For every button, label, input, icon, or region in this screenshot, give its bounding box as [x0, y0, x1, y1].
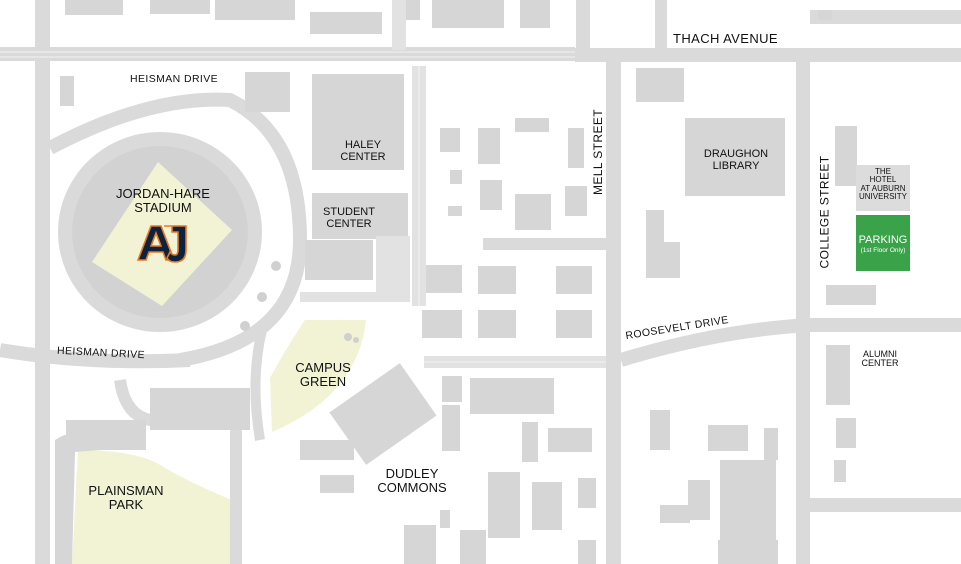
- road-left-vertical: [35, 0, 50, 564]
- road-heisman-loop: [46, 92, 308, 367]
- street-college-street: COLLEGE STREET: [817, 155, 832, 269]
- walkway-texture: [0, 51, 606, 363]
- hotel-building[interactable]: [856, 165, 910, 211]
- road-mell-connector: [483, 238, 608, 250]
- street-heisman-drive-top: HEISMAN DRIVE: [130, 73, 219, 85]
- road-heisman-west: [0, 343, 191, 369]
- buildings: [55, 0, 876, 564]
- road-thach: [575, 48, 961, 62]
- plainsman-park-field: [72, 450, 240, 564]
- road-lib-vert: [655, 0, 667, 50]
- campus-green-area: [270, 320, 366, 432]
- label-campus-green[interactable]: CAMPUS GREEN: [295, 360, 351, 389]
- road-plainsman-curve: [114, 378, 230, 426]
- label-alumni-center[interactable]: ALUMNI CENTER: [861, 349, 899, 369]
- parking-marker[interactable]: PARKING (1st Floor Only): [856, 215, 910, 271]
- label-dudley-commons[interactable]: DUDLEY COMMONS: [377, 466, 447, 495]
- label-student-center[interactable]: STUDENT CENTER: [323, 206, 375, 230]
- road-bottom-right: [230, 400, 242, 564]
- runner-decor: [240, 261, 359, 343]
- auburn-logo-icon: [136, 225, 187, 263]
- road-east-bottom: [810, 498, 961, 512]
- road-top-horizontal: [0, 47, 575, 61]
- label-plainsman-park[interactable]: PLAINSMAN PARK: [88, 483, 164, 512]
- road-college: [796, 62, 810, 564]
- road-roosevelt-east: [810, 318, 961, 332]
- road-mell: [606, 62, 621, 564]
- street-mell-street: MELL STREET: [590, 109, 605, 195]
- road-roosevelt: [618, 318, 811, 367]
- label-hotel: THE HOTEL AT AUBURN UNIVERSITY: [858, 167, 907, 202]
- label-haley-center[interactable]: HALEY CENTER: [340, 139, 386, 163]
- label-draughon-library[interactable]: DRAUGHON LIBRARY: [703, 148, 769, 172]
- road-east-top: [810, 10, 961, 24]
- parking-note: (1st Floor Only): [860, 247, 906, 254]
- road-diagonal-green: [250, 328, 267, 441]
- road-curves: [0, 92, 811, 441]
- label-stadium[interactable]: JORDAN-HARE STADIUM: [116, 186, 210, 215]
- street-thach-avenue: THACH AVENUE: [673, 31, 778, 46]
- road-top-right-vert: [576, 0, 590, 62]
- parking-label: PARKING: [858, 234, 908, 246]
